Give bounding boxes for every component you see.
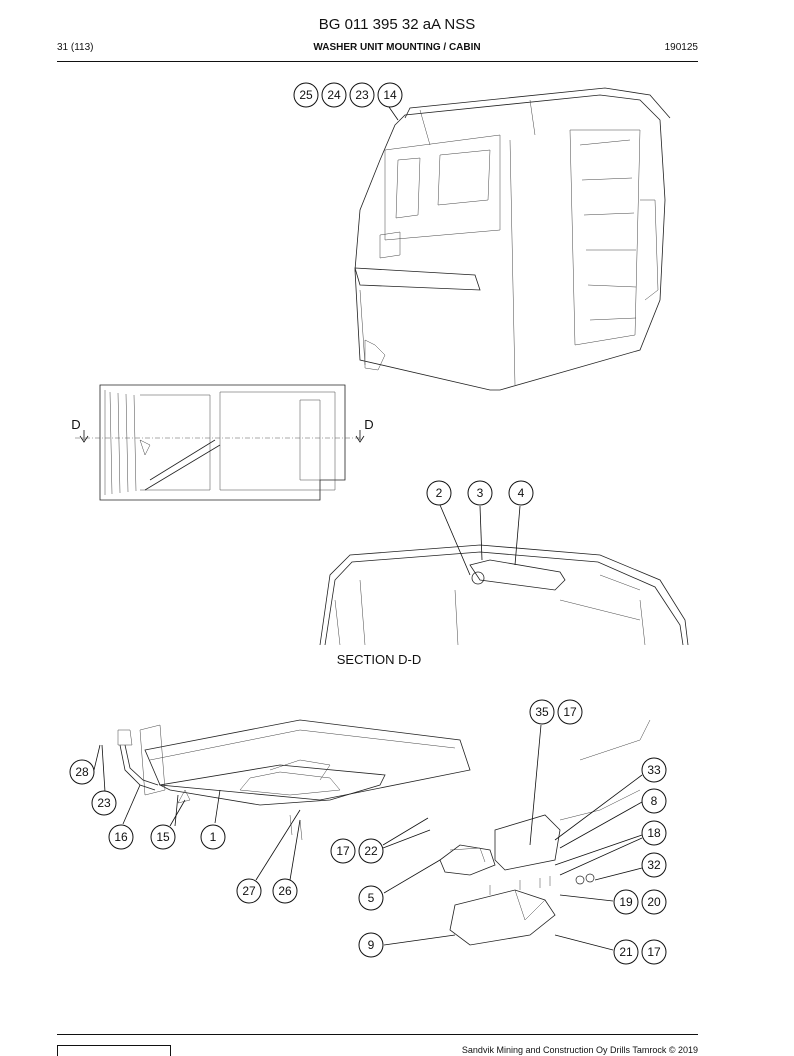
callout-label: 18 [647, 826, 661, 840]
callout-label: 14 [383, 88, 397, 102]
callout-label: 16 [114, 830, 128, 844]
document-id: BG 011 395 32 aA NSS [318, 16, 476, 33]
callout-group-top: 25 24 23 14 [293, 82, 403, 108]
callout-label: 24 [327, 88, 341, 102]
callout-label: 33 [647, 763, 661, 777]
leader-lines [93, 106, 643, 951]
company-logo [57, 1045, 171, 1056]
footer-rule [57, 1034, 698, 1035]
section-caption: SECTION D-D [337, 652, 422, 667]
callout-label: 17 [563, 705, 577, 719]
callout-group-section: 2 3 4 [426, 480, 534, 506]
callout-label: 3 [477, 486, 484, 500]
callout-label: 17 [647, 945, 661, 959]
date-code: 190125 [664, 42, 698, 53]
cabin-isometric-view [354, 87, 671, 391]
callout-label: 23 [355, 88, 369, 102]
callout-label: 26 [278, 884, 292, 898]
callout-label: 5 [368, 891, 375, 905]
callout-label: 25 [299, 88, 313, 102]
copyright-text: Sandvik Mining and Construction Oy Drill… [461, 1045, 698, 1055]
section-marker-left: D [71, 417, 80, 432]
callout-label: 17 [336, 844, 350, 858]
callout-label: 32 [647, 858, 661, 872]
header-rule [57, 61, 698, 62]
callout-label: 21 [619, 945, 633, 959]
callout-label: 1 [210, 830, 217, 844]
washer-unit-assembly-view [117, 719, 651, 946]
cabin-plan-view: D D [71, 384, 374, 501]
callout-label: 9 [368, 938, 375, 952]
callout-label: 20 [647, 895, 661, 909]
callout-label: 2 [436, 486, 443, 500]
page-title: WASHER UNIT MOUNTING / CABIN [313, 42, 481, 53]
callout-label: 19 [619, 895, 633, 909]
callout-label: 15 [156, 830, 170, 844]
callout-label: 35 [535, 705, 549, 719]
section-marker-right: D [364, 417, 373, 432]
page-number: 31 (113) [57, 42, 94, 53]
section-d-d-view [319, 544, 689, 646]
callout-label: 27 [242, 884, 256, 898]
callout-label: 22 [364, 844, 378, 858]
callout-label: 28 [75, 765, 89, 779]
callout-label: 8 [651, 794, 658, 808]
callout-label: 4 [518, 486, 525, 500]
callout-label: 23 [97, 796, 111, 810]
callout-group-bottom: 35 17 33 8 18 32 20 19 17 21 9 5 17 22 2… [69, 699, 667, 965]
